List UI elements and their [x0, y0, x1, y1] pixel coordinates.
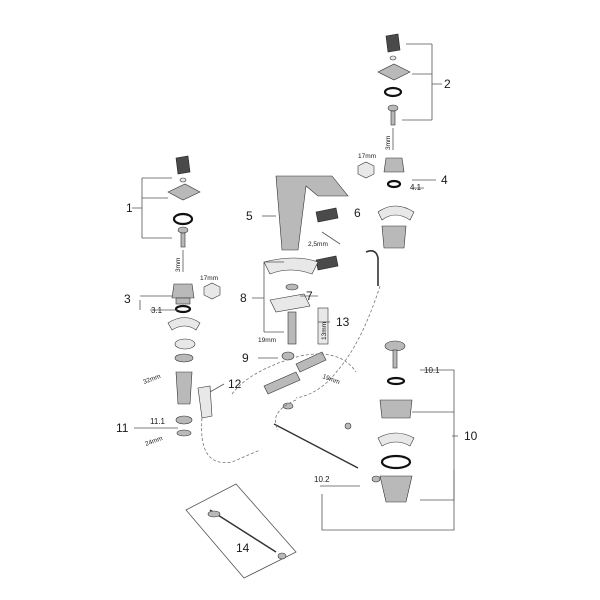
right-handle-lever [385, 33, 401, 53]
drain-stopper-stem [392, 349, 398, 369]
drain-gasket [377, 432, 415, 447]
spout-washer [285, 283, 299, 291]
dim-17mm-right: 17mm [358, 153, 376, 160]
left-washer [174, 353, 194, 363]
left-handle-assembly [167, 155, 221, 437]
dim-24mm: 24mm [144, 435, 163, 448]
callout-13: 13 [336, 315, 350, 329]
left-stem [180, 232, 186, 248]
drain-body [379, 475, 413, 503]
sub-callout-labels: 3.1 4.1 10.1 10.2 11.1 [150, 183, 440, 484]
callout-2: 2 [444, 77, 451, 91]
tee-connector [295, 351, 327, 373]
callout-5: 5 [246, 209, 253, 223]
dim-19mm-b: 19mm [321, 373, 340, 386]
tee-nut [282, 402, 294, 410]
dim-13mm: 13mm [321, 322, 328, 340]
right-valve-cartridge [383, 157, 405, 173]
tool-kit-frame [185, 483, 297, 579]
left-flex-hose-fitting [197, 385, 213, 419]
right-valve-body [381, 225, 407, 249]
aerator-insert [315, 255, 339, 271]
dim-3mm-left: 3mm [175, 258, 182, 272]
pop-up-rod [273, 423, 359, 469]
subcallout-10-1: 10.1 [424, 366, 440, 375]
right-hose-inlet [365, 250, 379, 286]
right-handle-pin [389, 55, 397, 61]
callout-8: 8 [240, 291, 247, 305]
left-cartridge-base [175, 297, 191, 305]
subcallout-11-1: 11.1 [150, 417, 166, 426]
callout-3: 3 [124, 292, 131, 306]
callout-4: 4 [441, 173, 448, 187]
spout-gasket [263, 257, 319, 275]
rod-nut [371, 475, 381, 483]
left-cartridge-seal [174, 304, 192, 314]
right-adapter [387, 104, 399, 112]
left-valve-cartridge [171, 283, 195, 299]
subcallout-10-2: 10.2 [314, 475, 330, 484]
dim-32mm: 32mm [142, 373, 161, 386]
drain-flange [379, 399, 413, 419]
left-lock-nut [174, 338, 196, 350]
mounting-tool-13 [317, 307, 329, 345]
left-o-ring [172, 212, 194, 226]
right-hex-nut-17 [357, 161, 375, 179]
spout-nut-19 [281, 351, 295, 361]
dim-19mm-a: 19mm [258, 337, 276, 344]
left-handle-rosette [167, 183, 201, 201]
tool-nut [277, 552, 287, 560]
left-shank-washer [176, 429, 192, 437]
right-handle-assembly [357, 33, 415, 286]
callout-7: 7 [306, 289, 313, 303]
callout-6: 6 [354, 206, 361, 220]
left-shank-nut [175, 415, 193, 425]
right-handle-rosette [377, 63, 411, 81]
callout-11: 11 [116, 421, 129, 435]
spout-body [275, 175, 349, 251]
left-threaded-shank [175, 371, 193, 405]
spout-threaded-rod [287, 311, 297, 345]
drain-stopper-seal [386, 376, 406, 386]
left-spacer [167, 317, 201, 331]
callout-9: 9 [242, 351, 249, 365]
drain-stopper-cap [384, 340, 406, 352]
subcallout-4-1: 4.1 [410, 183, 422, 192]
callout-14: 14 [236, 541, 250, 555]
callout-1: 1 [126, 201, 133, 215]
dim-2-5mm: 2,5mm [308, 241, 328, 248]
right-cartridge-seal [386, 179, 402, 189]
left-adapter [177, 226, 189, 234]
callout-10: 10 [464, 429, 478, 443]
callout-labels: 1 2 3 4 5 6 7 8 9 10 11 12 13 14 [116, 77, 478, 555]
dim-17mm-left: 17mm [200, 275, 218, 282]
left-hex-nut-17 [203, 282, 221, 300]
right-o-ring [383, 86, 403, 98]
spout-aerator [315, 207, 339, 223]
hose-connector [263, 371, 301, 395]
tool-rod-end [207, 510, 221, 518]
spout-assembly [263, 175, 381, 483]
callout-12: 12 [228, 377, 242, 391]
tool-rod [209, 509, 277, 553]
tool-kit [185, 483, 297, 579]
left-handle-lever [175, 155, 191, 175]
rod-clip [344, 422, 352, 430]
right-spacer [377, 205, 415, 221]
left-handle-pin [179, 177, 187, 183]
dim-3mm-right: 3mm [385, 136, 392, 150]
drain-assembly [377, 340, 415, 503]
drain-o-ring [380, 454, 412, 470]
subcallout-3-1: 3.1 [151, 306, 163, 315]
spout-mounting-plate [269, 293, 311, 313]
right-stem [390, 110, 396, 126]
dashed-connection-lines [201, 285, 381, 464]
leader-lines [132, 43, 458, 531]
